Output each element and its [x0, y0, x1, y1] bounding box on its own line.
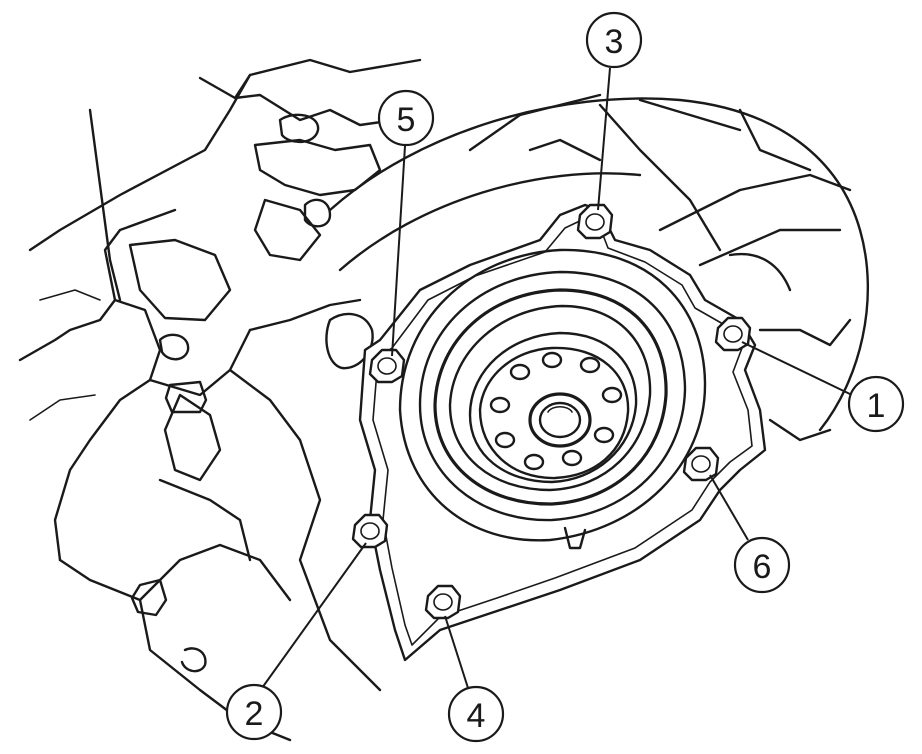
- callout-3-label: 3: [605, 23, 624, 61]
- bolt-5: [368, 348, 406, 384]
- flywheel-outline: [328, 93, 870, 442]
- leader-2: [261, 542, 367, 689]
- bolt-3: [576, 203, 614, 240]
- callout-1: 1: [847, 375, 905, 433]
- bolt-2: [351, 513, 389, 549]
- callout-1-label: 1: [867, 387, 886, 425]
- callout-3: 3: [585, 11, 643, 69]
- callout-2-label: 2: [245, 695, 264, 733]
- callout-2: 2: [225, 683, 283, 741]
- leader-4: [444, 615, 469, 689]
- leader-1: [741, 341, 853, 396]
- bolt-6: [682, 446, 720, 482]
- leader-5: [391, 145, 406, 357]
- callout-6-label: 6: [753, 548, 772, 586]
- leader-3: [597, 67, 611, 211]
- leader-lines: [261, 67, 853, 689]
- callout-4-label: 4: [467, 697, 486, 735]
- callout-5: 5: [377, 89, 435, 147]
- bolt-4: [424, 584, 462, 620]
- callout-6: 6: [733, 536, 791, 594]
- callout-5-label: 5: [397, 101, 416, 139]
- oil-seal-housing: [358, 203, 767, 662]
- engine-block-outline: [18, 58, 422, 742]
- leader-6: [709, 474, 749, 541]
- callout-4: 4: [447, 685, 505, 743]
